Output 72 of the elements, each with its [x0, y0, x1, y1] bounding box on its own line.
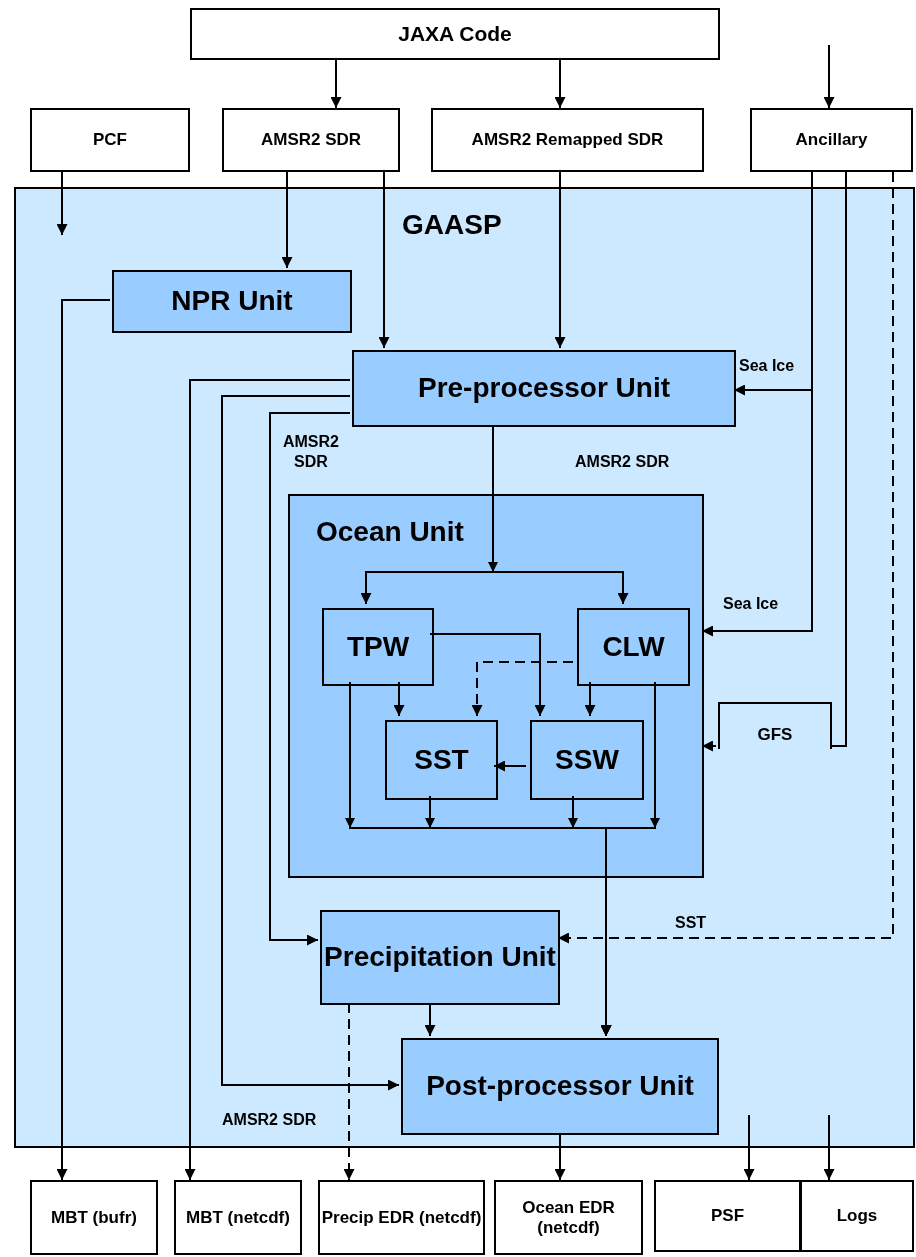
arrow [471, 661, 574, 717]
process-box [30, 1180, 158, 1255]
arrow [823, 1114, 835, 1181]
process-box [174, 1180, 302, 1255]
flow-label: AMSR2 SDR [222, 1110, 317, 1130]
group-box [288, 494, 704, 878]
node-label: TPW [346, 629, 410, 664]
arrow [743, 1114, 755, 1181]
arrow [823, 44, 835, 109]
node-label: Logs [836, 1206, 878, 1226]
arrow [393, 681, 405, 717]
node-label: Pre-processor Unit [417, 371, 671, 406]
flow-label: AMSR2 SDR [282, 432, 340, 472]
node-label: SST [414, 742, 469, 777]
process-box [654, 1180, 801, 1252]
arrow [554, 1132, 566, 1181]
node-label: Ancillary [795, 130, 868, 150]
process-box [112, 270, 352, 333]
group-title: GAASP [402, 209, 502, 241]
process-box [494, 1180, 643, 1255]
arrow [56, 171, 68, 236]
arrow [554, 171, 566, 349]
node-label: MBT (netcdf) [186, 1207, 290, 1228]
arrow [493, 760, 527, 772]
arrow [378, 171, 390, 349]
arrow [424, 1002, 436, 1037]
connector-line [829, 171, 847, 747]
node-label: AMSR2 SDR [260, 130, 362, 150]
process-box [190, 8, 720, 60]
system-boundary [14, 187, 915, 1148]
process-box [322, 608, 434, 686]
process-box [352, 350, 736, 427]
process-box [530, 720, 644, 800]
process-box [30, 108, 190, 172]
process-box [401, 1038, 719, 1135]
node-label: GFS [757, 725, 793, 745]
arrow [56, 299, 111, 1181]
arrow [269, 412, 351, 946]
group-title: Ocean Unit [316, 516, 464, 548]
flow-label: AMSR2 SDR [575, 452, 670, 472]
node-label: PCF [93, 130, 127, 150]
process-box [431, 108, 704, 172]
node-label: MBT (bufr) [51, 1207, 137, 1228]
node-label: PSF [710, 1206, 745, 1226]
node-label: JAXA Code [398, 22, 512, 46]
node-label: AMSR2 Remapped SDR [471, 130, 664, 150]
process-box [320, 910, 560, 1005]
arrow [584, 681, 596, 717]
process-box [577, 608, 690, 686]
process-box [222, 108, 400, 172]
input-box [718, 702, 832, 749]
arrow [281, 171, 293, 269]
process-box [385, 720, 498, 800]
arrow [557, 171, 894, 944]
arrow [554, 59, 566, 109]
process-box [750, 108, 913, 172]
arrow [184, 379, 351, 1181]
arrow [343, 1002, 355, 1181]
node-label: Post-processor Unit [426, 1069, 694, 1104]
arrow [221, 395, 400, 1091]
node-label: SSW [555, 742, 619, 777]
node-label: Ocean EDR (netcdf) [521, 1197, 616, 1238]
node-label: CLW [602, 629, 665, 664]
process-box [318, 1180, 485, 1255]
arrow [600, 681, 656, 1037]
arrow [429, 633, 546, 717]
node-label: NPR Unit [171, 284, 293, 319]
arrow [701, 740, 717, 752]
node-label: Precip EDR (netcdf) [321, 1207, 482, 1228]
process-box [800, 1180, 914, 1252]
node-label: Precipitation Unit [324, 940, 556, 975]
arrow [330, 59, 342, 109]
